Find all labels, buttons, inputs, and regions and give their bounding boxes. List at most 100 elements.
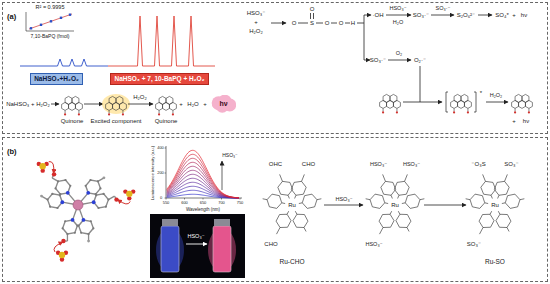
carbonyl-bond xyxy=(109,110,110,113)
carbonyl-bond xyxy=(383,108,384,111)
sulfur-atom xyxy=(59,252,65,258)
nitrogen-atom xyxy=(66,191,70,195)
pyridine-ring xyxy=(276,214,291,227)
species-name: Excited component xyxy=(90,118,141,125)
formula-label: ·OH xyxy=(373,12,384,19)
panel-frame: (b) xyxy=(2,137,548,282)
carbon-atom xyxy=(87,233,89,235)
group-label: SO₃⁻ xyxy=(504,161,518,168)
aromatic-ring xyxy=(166,96,173,104)
atom-label: O xyxy=(325,20,330,27)
group-label: HSO₃⁻ xyxy=(365,241,382,247)
ru-n-bond xyxy=(485,202,488,204)
vial xyxy=(213,226,231,272)
carbonyl-bond xyxy=(467,108,468,111)
oxygen-atom xyxy=(78,113,80,115)
reaction-arrow xyxy=(486,102,508,103)
attack-arrow xyxy=(118,199,131,203)
bond-line xyxy=(316,23,323,24)
excited-quinone xyxy=(102,94,130,116)
formula-label: O₂·⁻ xyxy=(414,57,426,64)
oxygen-atom xyxy=(52,172,56,176)
axis-label: Luminescence intensity (a.u.) xyxy=(151,146,156,200)
reaction-arrow xyxy=(478,15,492,16)
group-label: CHO xyxy=(264,241,277,248)
vial-photo xyxy=(150,214,245,278)
aromatic-ring xyxy=(461,94,468,102)
formula-label: SO₄* xyxy=(495,12,508,19)
ru-n-bond xyxy=(490,211,492,214)
ru-complex-structure xyxy=(366,174,425,234)
reagent-label: SO₃·⁻ xyxy=(436,5,451,11)
tick-mark xyxy=(203,198,204,200)
ru-n-bond xyxy=(391,195,392,198)
carbonyl-bond xyxy=(172,110,173,113)
pyridine-ring xyxy=(394,181,409,195)
reagent-label: HSO₃⁻ xyxy=(222,153,238,159)
carbon-atom xyxy=(56,207,58,209)
oxygen-atom xyxy=(453,111,455,113)
signal-trace xyxy=(20,59,108,66)
sulfur-atom xyxy=(39,163,45,169)
ru-n-bond xyxy=(398,195,399,198)
quinone-structure xyxy=(156,96,177,115)
carbon-atom xyxy=(95,194,97,196)
carbon-atom xyxy=(64,220,66,222)
pyridine-ring xyxy=(381,181,396,195)
oxygen-atom xyxy=(528,111,530,113)
pyridine-ring xyxy=(267,194,282,208)
pyridine-ring xyxy=(302,194,317,208)
ru-n-bond xyxy=(498,195,499,198)
reaction-arrow xyxy=(364,60,370,61)
reagent-box: NaHSO₃ + 7, 10-BaPQ + H₂O₂ xyxy=(110,73,209,85)
atom-label: S xyxy=(310,20,314,27)
reaction-arrow xyxy=(386,15,411,16)
excitation-glow xyxy=(102,94,130,114)
reagent-label: O₂ xyxy=(396,50,402,56)
reaction-arrow xyxy=(431,15,454,16)
reaction-arrow xyxy=(424,205,466,206)
nitrogen-atom xyxy=(92,200,96,204)
substituent-bond xyxy=(405,174,408,181)
plus-sign: + xyxy=(512,118,516,125)
substituent-bond xyxy=(407,228,409,232)
substituent-bond xyxy=(420,198,424,200)
group-label: HSO₃⁻ xyxy=(370,161,387,167)
compound-name: Ru-SO xyxy=(485,258,505,265)
emission-curve xyxy=(167,150,239,197)
substituent-bond xyxy=(507,228,509,232)
group-label: HSO₃⁻ xyxy=(403,161,420,167)
plus-sign: + xyxy=(254,19,258,26)
reaction-arrow xyxy=(186,244,207,245)
pyridine-ring xyxy=(405,194,420,208)
bond-line xyxy=(331,23,337,24)
carbon-atom xyxy=(92,227,94,229)
aromatic-ring xyxy=(65,96,72,104)
tick-label: 200 xyxy=(157,171,164,175)
group-label: ⁻O₃S xyxy=(471,161,485,168)
tick-mark xyxy=(165,198,167,199)
attack-arrow xyxy=(54,242,63,252)
methyl-group xyxy=(103,176,106,179)
formula-label: SO₃·⁻ xyxy=(413,12,429,19)
atom-label: Ru xyxy=(491,202,499,209)
tick-label: 600 xyxy=(181,201,188,205)
carbon-atom xyxy=(59,193,61,195)
pyridine-ring xyxy=(379,214,394,227)
aromatic-ring xyxy=(116,96,123,104)
tick-label: 550 xyxy=(163,201,170,205)
oxygen-atom xyxy=(108,113,110,115)
carbon-atom xyxy=(64,179,66,181)
carbonyl-bond xyxy=(454,108,455,111)
carbon-atom xyxy=(107,199,109,201)
group-label: OHC xyxy=(269,161,282,168)
pyridine-ring xyxy=(293,214,308,227)
ru-n-bond xyxy=(390,211,392,214)
node-text: hν xyxy=(219,100,227,108)
tick-mark xyxy=(184,198,185,200)
ligand-ring xyxy=(79,220,94,234)
emission-curve xyxy=(167,178,239,198)
ru-n-bond xyxy=(299,202,302,204)
reaction-arrow xyxy=(388,60,411,61)
formula-label: H₂O xyxy=(187,101,198,108)
